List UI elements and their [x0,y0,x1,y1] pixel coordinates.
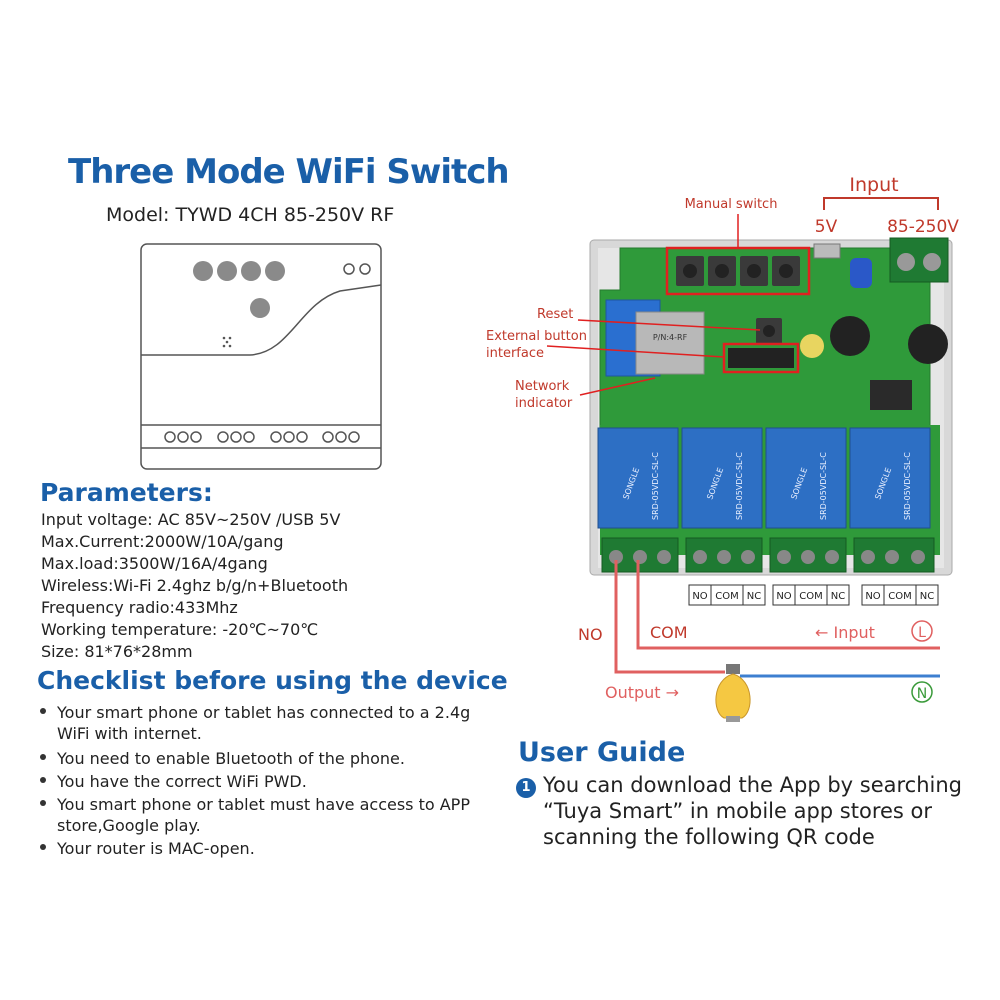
checklist-heading: Checklist before using the device [37,666,508,695]
terminal-no-label: NO [865,591,880,602]
manual-switch-label: Manual switch [685,197,778,212]
parameters-heading: Parameters: [40,478,213,507]
com-wire-label: COM [650,623,688,642]
checklist-item-text: Your smart phone or tablet has connected… [57,703,471,743]
checklist-item-text: You need to enable Bluetooth of the phon… [57,749,405,768]
5v-label: 5V [815,217,838,237]
input-arrow-label: ← Input [815,623,875,642]
param-wireless: Wireless:Wi-Fi 2.4ghz b/g/n+Bluetooth [41,576,349,595]
reset-label: Reset [537,307,573,322]
param-max-load: Max.load:3500W/16A/4gang [41,554,268,573]
external-button-label: External button [486,329,587,344]
l-label: L [918,625,926,641]
wiring-diagram: Input 5V 85-250V Manual switch P/N:4-RF [486,174,959,722]
85-250v-label: 85-250V [887,217,959,237]
user-guide-heading: User Guide [518,737,686,768]
bullet-icon [40,800,46,806]
checklist-item-text: Your router is MAC-open. [57,839,255,858]
terminal-com-label: COM [715,591,738,602]
terminal-no-label: NO [776,591,791,602]
page-title: Three Mode WiFi Switch [68,152,510,192]
indicator-label: indicator [515,396,573,411]
terminal-nc-label: NC [747,591,761,602]
n-label: N [917,686,927,702]
checklist-item-text: You have the correct WiFi PWD. [57,772,307,791]
input-label: Input [849,174,898,196]
output-label: Output → [605,683,679,702]
light-bulb-icon [715,664,751,722]
param-input-voltage: Input voltage: AC 85V~250V /USB 5V [41,510,341,529]
bullet-icon [40,777,46,783]
no-wire-label: NO [578,625,603,644]
user-guide-step-text: You can download the App by searching “T… [543,773,962,849]
param-working-temperature: Working temperature: -20℃~70℃ [41,620,319,639]
relay-model-label: SRD-05VDC-SL-C [819,452,828,520]
param-max-current: Max.Current:2000W/10A/gang [41,532,284,551]
bullet-icon [40,754,46,760]
bullet-icon [40,844,46,850]
interface-label: interface [486,346,544,361]
relay-model-label: SRD-05VDC-SL-C [735,452,744,520]
device-illustration [140,243,382,470]
network-label: Network [515,379,570,394]
checklist-item-text: You smart phone or tablet must have acce… [57,795,470,835]
terminal-nc-label: NC [831,591,845,602]
step-number-badge: 1 [516,778,536,798]
terminal-com-label: COM [888,591,911,602]
relays [597,427,931,529]
svg-text:P/N:4-RF: P/N:4-RF [653,333,688,342]
relay-model-label: SRD-05VDC-SL-C [903,452,912,520]
param-size: Size: 81*76*28mm [41,642,193,661]
terminal-no-label: NO [692,591,707,602]
terminal-nc-label: NC [920,591,934,602]
model-text: Model: TYWD 4CH 85-250V RF [106,204,395,226]
relay-model-label: SRD-05VDC-SL-C [651,452,660,520]
bullet-icon [40,708,46,714]
param-frequency: Frequency radio:433Mhz [41,598,238,617]
terminal-com-label: COM [799,591,822,602]
